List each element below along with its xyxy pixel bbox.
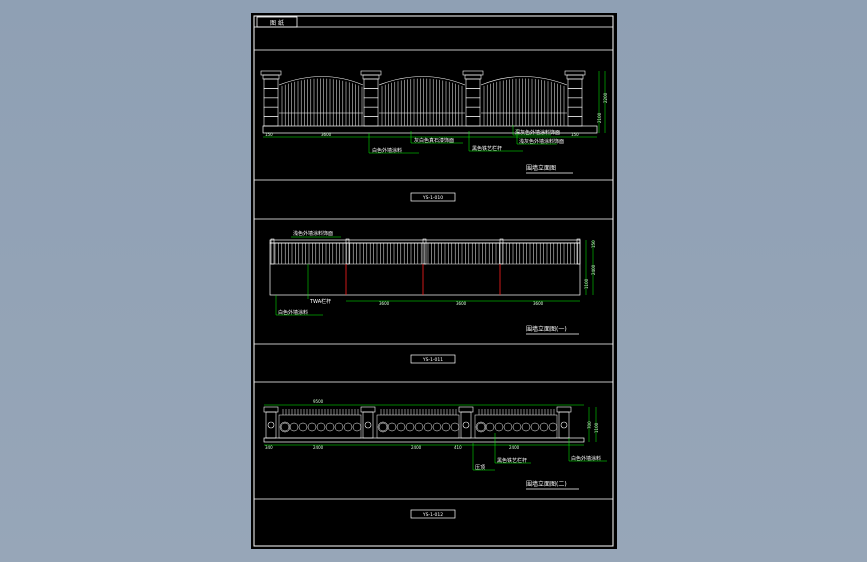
- elev2-note-0: 浅色外墙涂料饰面: [293, 230, 333, 237]
- elev2-note-2: 白色外墙涂料: [278, 309, 308, 316]
- elev1-dim-span: 3600: [321, 132, 332, 137]
- elev2-note-1: TWA栏杆: [309, 298, 331, 305]
- elev3-dim-right: 410: [454, 445, 462, 450]
- elev1-note-1: 灰白色真石漆饰面: [414, 137, 454, 144]
- svg-text:YS-1-010: YS-1-010: [422, 195, 443, 201]
- elev2-red-joints: [345, 264, 501, 295]
- title-tab-label: 图 纸: [270, 19, 284, 27]
- elev1-pillars: [260, 70, 586, 127]
- pillar: [360, 406, 376, 439]
- elev1-leaders: [368, 125, 557, 154]
- elev2-leaders: [275, 236, 341, 316]
- elev1-note-4: 浅灰色外墙涂料饰面: [519, 138, 564, 145]
- elev2-dim-h2: 2400: [591, 264, 596, 275]
- pillar: [360, 70, 382, 127]
- elev2-label-box: YS-1-011: [410, 354, 456, 364]
- svg-text:YS-1-011: YS-1-011: [422, 357, 443, 363]
- elev1-note-3: 深灰色外墙涂料饰面: [515, 129, 560, 136]
- drawing-sheet: 图 纸 3600 150 150: [251, 13, 617, 549]
- elev3-note-0: 黑色铁艺栏杆: [497, 457, 527, 464]
- title-tab[interactable]: 图 纸: [256, 16, 298, 28]
- elev1-note-0: 白色外墙涂料: [372, 147, 402, 154]
- pillar: [458, 406, 474, 439]
- elev3-bays: [278, 409, 558, 439]
- elev2-fence-bars: [270, 238, 581, 265]
- elev3-dim-span-b: 2400: [411, 445, 422, 450]
- elev1-dim-h2: 2100: [597, 112, 602, 123]
- elevation-2: 3600 3600 3600 150 2400 1100 浅色外墙涂料饰面 TW…: [269, 230, 596, 364]
- elev2-dimensions: [346, 240, 594, 302]
- elev1-dim-left: 150: [265, 132, 273, 137]
- elev3-dim-span-a: 2400: [313, 445, 324, 450]
- elev2-dim-span-a: 3600: [379, 301, 390, 306]
- elev3-base: [263, 437, 585, 443]
- elev1-fence-arches: [278, 76, 568, 114]
- pillar: [556, 406, 572, 439]
- elev2-dim-span-b: 3600: [456, 301, 467, 306]
- pillar: [564, 70, 586, 127]
- elev3-dim-left: 340: [265, 445, 273, 450]
- elevation-3: 9500 2400 2400 2400 340 410 700 1100 黑色铁…: [263, 399, 607, 519]
- section-dividers: [254, 26, 613, 500]
- elev2-dim-h3: 1100: [584, 278, 589, 289]
- elev2-coping: [269, 239, 581, 244]
- elev3-leaders: [472, 433, 607, 471]
- elev2-dim-span-c: 3600: [533, 301, 544, 306]
- elev2-dim-h1: 150: [591, 240, 596, 248]
- elev2-wall: [269, 242, 581, 296]
- pillar: [260, 70, 282, 127]
- elev3-dim-span-c: 2400: [509, 445, 520, 450]
- elevation-1: 3600 150 150 2200 2100 白色外墙涂料 灰白色真石漆饰面 黑…: [260, 70, 608, 202]
- cad-drawing: 图 纸 3600 150 150: [253, 15, 614, 547]
- elev1-dimensions: [263, 71, 606, 138]
- elev3-caption: 围墙立面图(二): [526, 480, 567, 488]
- elev3-note-2: 压顶: [475, 465, 485, 471]
- elev1-caption: 围墙立面图: [526, 164, 556, 172]
- elev1-label-box: YS-1-010: [410, 192, 456, 202]
- elev3-label-box: YS-1-012: [410, 509, 456, 519]
- fence-bay: [376, 409, 460, 439]
- svg-text:YS-1-012: YS-1-012: [422, 512, 443, 518]
- pillar: [462, 70, 484, 127]
- elev3-note-1: 白色外墙涂料: [571, 455, 601, 462]
- elev3-dim-top: 9500: [313, 399, 324, 404]
- elev1-dim-right: 150: [571, 132, 579, 137]
- elev1-note-2: 黑色铁艺栏杆: [472, 145, 502, 152]
- elev3-dim-h2: 1100: [594, 422, 599, 433]
- elev3-pillars: [263, 406, 572, 439]
- fence-bay: [278, 409, 362, 439]
- fence-bay: [474, 409, 558, 439]
- elev3-dimensions: [264, 404, 597, 446]
- elev1-dim-h1: 2200: [603, 92, 608, 103]
- elev3-dim-h1: 700: [587, 421, 592, 429]
- sheet-border: [253, 15, 614, 547]
- elev2-caption: 围墙立面图(一): [526, 325, 567, 333]
- elev1-fence-bars: [281, 78, 565, 126]
- pillar: [263, 406, 279, 439]
